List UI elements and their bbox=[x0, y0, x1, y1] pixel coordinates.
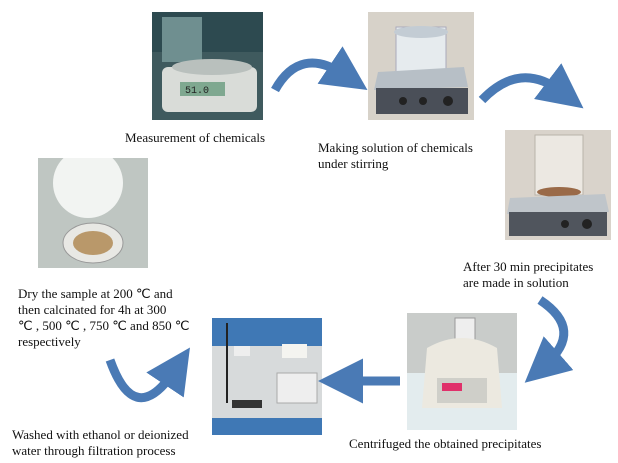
curved-arrow-3 bbox=[524, 296, 574, 383]
caption-line: Measurement of chemicals bbox=[125, 130, 266, 145]
centrifuge-photo bbox=[407, 313, 517, 430]
caption-line: ℃ , 500 ℃ , 750 ℃ and 850 ℃ bbox=[18, 318, 190, 333]
caption-line: Centrifuged the obtained precipitates bbox=[349, 436, 542, 451]
caption-line: water through filtration process bbox=[12, 443, 176, 458]
caption-line: respectively bbox=[18, 334, 81, 349]
caption-measurement: Measurement of chemicals bbox=[125, 130, 265, 146]
curved-arrow-1 bbox=[271, 46, 368, 93]
filtration-photo bbox=[212, 318, 322, 435]
curved-arrow-5 bbox=[105, 347, 190, 403]
caption-line: After 30 min precipitates bbox=[463, 259, 594, 274]
caption-stirring: Making solution of chemicals under stirr… bbox=[318, 140, 473, 172]
caption-precipitates: After 30 min precipitates are made in so… bbox=[463, 259, 593, 291]
dried-sample-photo bbox=[38, 158, 148, 268]
caption-line: Dry the sample at 200 ℃ and bbox=[18, 286, 173, 301]
svg-text:51.0: 51.0 bbox=[185, 86, 209, 97]
caption-drying: Dry the sample at 200 ℃ and then calcina… bbox=[18, 286, 189, 350]
caption-line: Making solution of chemicals bbox=[318, 140, 473, 155]
caption-line: are made in solution bbox=[463, 275, 569, 290]
caption-line: then calcinated for 4h at 300 bbox=[18, 302, 167, 317]
caption-line: Washed with ethanol or deionized bbox=[12, 427, 189, 442]
curved-arrow-2 bbox=[478, 63, 584, 109]
precipitate-photo bbox=[505, 130, 611, 240]
balance-photo: 51.0 bbox=[152, 12, 263, 120]
caption-line: under stirring bbox=[318, 156, 389, 171]
stirrer-photo bbox=[368, 12, 474, 120]
caption-centrifuge: Centrifuged the obtained precipitates bbox=[349, 436, 541, 452]
caption-washing: Washed with ethanol or deionized water t… bbox=[12, 427, 189, 459]
